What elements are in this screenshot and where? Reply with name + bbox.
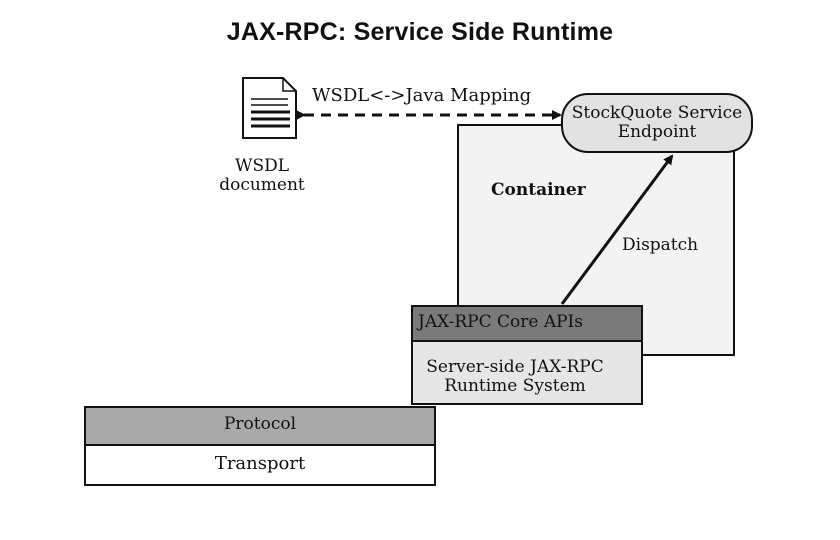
- wsdl-document-line1: WSDL: [234, 156, 290, 176]
- runtime-system-label: Server-side JAX-RPC Runtime System: [412, 358, 618, 395]
- service-endpoint-box: [561, 93, 753, 153]
- container-label: Container: [491, 180, 586, 200]
- runtime-system-line1: Server-side JAX-RPC: [426, 357, 604, 377]
- service-endpoint-line2: Endpoint: [617, 121, 697, 142]
- dispatch-arrow: [560, 154, 674, 305]
- document-icon: [242, 77, 297, 139]
- transport-box: [84, 444, 436, 486]
- wsdl-document-line2: document: [219, 174, 305, 195]
- wsdl-document-label: WSDL document: [212, 157, 312, 194]
- core-apis-label: JAX-RPC Core APIs: [418, 312, 583, 332]
- service-endpoint-line1: StockQuote Service: [571, 103, 743, 123]
- protocol-label: Protocol: [223, 414, 297, 434]
- transport-label: Transport: [214, 453, 306, 474]
- runtime-system-line2: Runtime System: [444, 375, 586, 396]
- core-apis-box: [411, 305, 643, 342]
- wsdl-mapping-label: WSDL<->Java Mapping: [312, 85, 532, 106]
- dispatch-label: Dispatch: [622, 235, 699, 255]
- protocol-box: [84, 406, 436, 446]
- service-endpoint-label: StockQuote Service Endpoint: [562, 104, 752, 141]
- runtime-system-box: [411, 340, 643, 405]
- diagram-title: JAX-RPC: Service Side Runtime: [226, 18, 614, 46]
